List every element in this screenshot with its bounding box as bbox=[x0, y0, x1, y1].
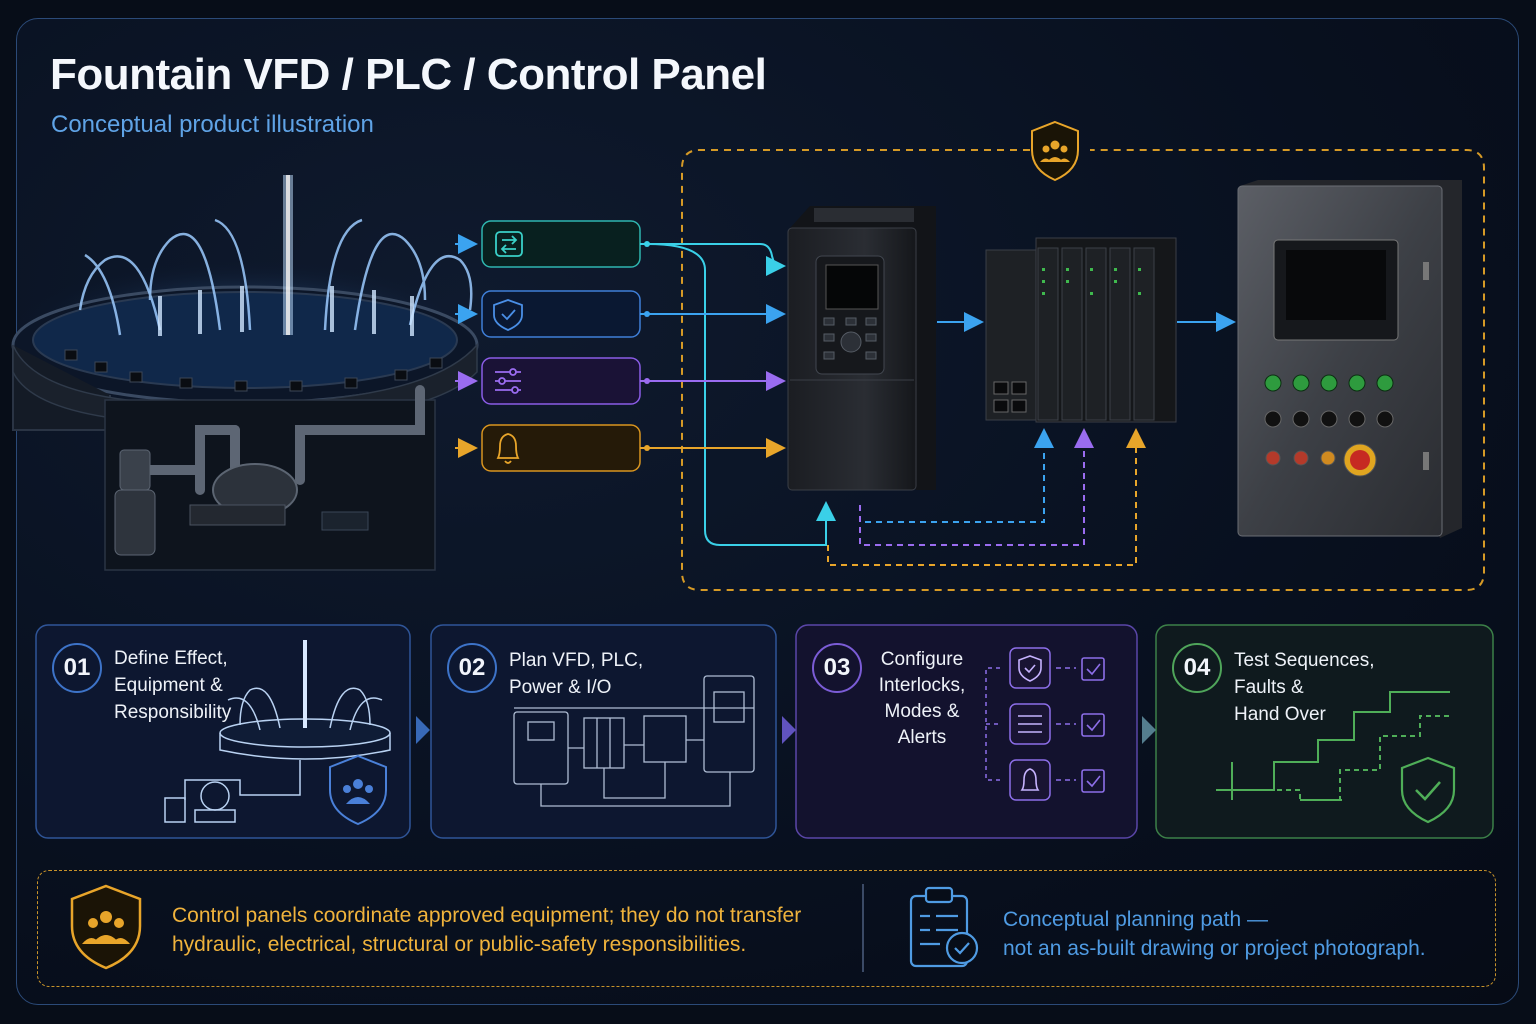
step1-team-shield-icon bbox=[329, 754, 387, 826]
clipboard-check-icon bbox=[909, 886, 979, 968]
plc-rack bbox=[985, 237, 1177, 423]
footer-team-shield-icon bbox=[70, 884, 142, 970]
sliders-icon bbox=[495, 368, 521, 394]
footer-responsibility-note: Control panels coordinate approved equip… bbox=[172, 904, 802, 956]
step-number-01: 01 bbox=[52, 643, 102, 693]
switch-arrows-icon bbox=[495, 231, 523, 257]
step-label-03: Configure Interlocks, Modes & Alerts bbox=[878, 649, 966, 748]
page-subtitle: Conceptual product illustration bbox=[51, 111, 374, 138]
step-01: 01 Define Effect, Equipment & Responsibi… bbox=[36, 625, 410, 838]
step-number-04: 04 bbox=[1172, 643, 1222, 693]
step-04: 04 Test Sequences, Faults & Hand Over bbox=[1156, 625, 1493, 838]
step-02: 02 Plan VFD, PLC, Power & I/O bbox=[431, 625, 776, 838]
step-arrows bbox=[416, 716, 1156, 744]
footer-divider bbox=[862, 884, 864, 972]
vfd-drive bbox=[787, 206, 936, 491]
step-label-01: Define Effect, Equipment & Responsibilit… bbox=[114, 648, 232, 723]
bell-icon bbox=[496, 433, 520, 464]
step2-wiring-diagram bbox=[513, 675, 755, 807]
step1-fountain-icon bbox=[164, 640, 391, 823]
page-title: Fountain VFD / PLC / Control Panel bbox=[50, 50, 767, 99]
feedback-lines bbox=[827, 428, 1146, 566]
team-shield-icon bbox=[1031, 120, 1079, 182]
control-cabinet bbox=[1237, 180, 1462, 538]
step-label-02: Plan VFD, PLC, Power & I/O bbox=[509, 650, 644, 698]
step-number-03: 03 bbox=[812, 643, 862, 693]
footer-note-box bbox=[37, 870, 1496, 987]
step-number-02: 02 bbox=[447, 643, 497, 693]
step4-sequence-chart bbox=[1216, 691, 1450, 801]
step4-shield-check-icon bbox=[1400, 756, 1456, 824]
step-03: 03 Configure Interlocks, Modes & Alerts bbox=[796, 625, 1137, 838]
fountain-illustration bbox=[11, 175, 479, 571]
input-boxes bbox=[481, 220, 641, 472]
step-label-04: Test Sequences, Faults & Hand Over bbox=[1234, 650, 1375, 725]
step3-interlock-diagram bbox=[985, 647, 1105, 801]
coordination-boundary bbox=[681, 149, 1485, 591]
shield-check-icon bbox=[493, 299, 523, 331]
inputs-to-vfd-lines bbox=[640, 241, 836, 546]
footer-disclaimer-note: Conceptual planning path — not an as-bui… bbox=[1003, 908, 1426, 960]
fountain-to-inputs-arrows bbox=[455, 234, 478, 458]
